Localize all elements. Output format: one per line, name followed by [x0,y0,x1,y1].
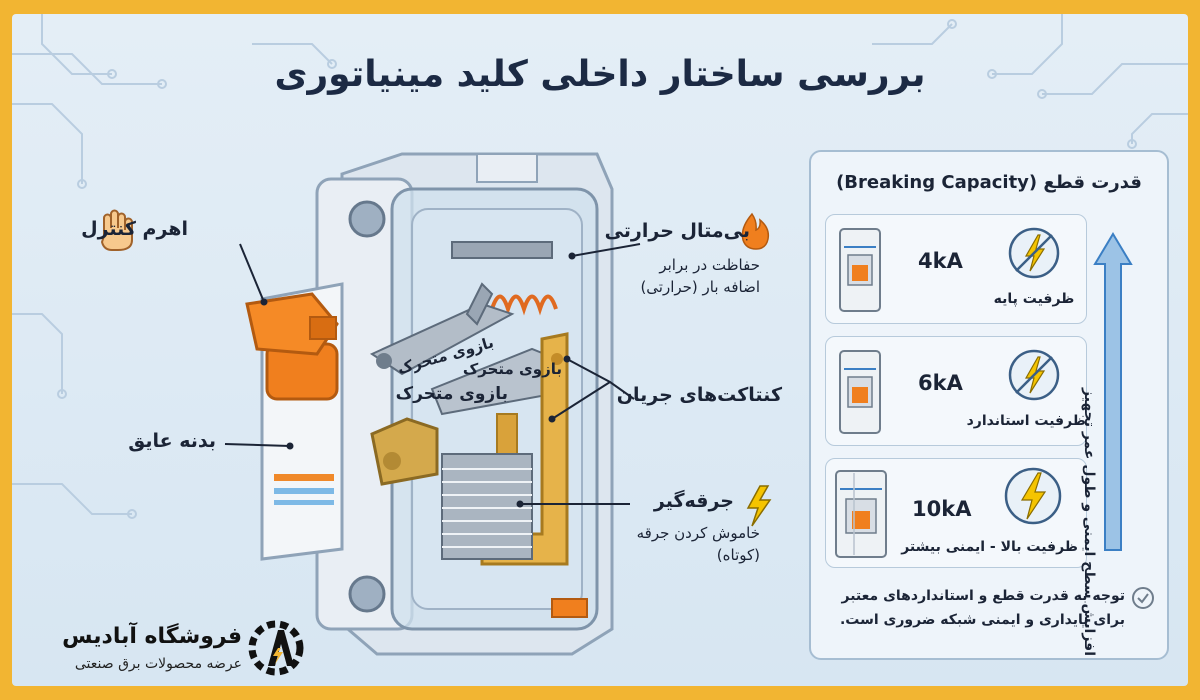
capacity-row-4ka: 4kA ظرفیت پایه [825,214,1087,324]
label-arc-desc-2: (کوتاه) [716,546,760,564]
label-current-contacts: کنتاکت‌های جریان [616,384,782,406]
lightning-icon [1004,467,1062,525]
flame-icon [741,212,770,250]
panel-note-line-2: برای پایداری و ایمنی شبکه ضروری است. [839,612,1125,628]
brand-tagline: عرضه محصولات برق صنعتی [74,656,242,672]
capacity-row-10ka: 10kA ظرفیت بالا - ایمنی بیشتر [825,458,1087,568]
panel-note-line-1: توجه به قدرت قطع و استانداردهای معتبر [841,588,1126,604]
lightning-icon [1008,227,1060,279]
current-contacts [480,332,569,566]
capacity-desc: ظرفیت بالا - ایمنی بیشتر [901,539,1078,555]
capacity-desc: ظرفیت استاندارد [966,413,1086,429]
label-arc-chute: جرقه‌گیر [653,490,734,512]
infographic-canvas: بررسی ساختار داخلی کلید مینیاتوری [12,14,1188,686]
label-arc-desc-1: خاموش کردن جرقه [636,524,760,542]
lightning-icon [1008,349,1060,401]
page-title: بررسی ساختار داخلی کلید مینیاتوری [274,54,926,95]
label-moving-arm-3: بازوی متحرک [395,384,508,404]
hand-icon [100,209,133,251]
capacity-row-6ka: 6kA ظرفیت استاندارد [825,336,1087,446]
label-bimetal-desc-2: اضافه بار (حرارتی) [640,278,760,296]
capacity-value: 10kA [912,497,972,521]
circuit-background [12,14,1188,519]
capacity-desc: ظرفیت پایه [993,291,1075,307]
breaker-mini-icon [839,350,881,434]
fixed-contact [370,417,439,486]
check-circle-icon [1132,587,1154,609]
bimetal-strip [451,241,553,259]
label-insulating-body: بدنه عایق [128,430,216,452]
label-control-lever: اهرم کنترل [81,218,188,240]
label-bimetal: بی‌متال حرارتی [604,220,750,242]
breaker-diagram [100,152,772,656]
up-arrow [1093,232,1133,551]
control-lever [245,292,339,401]
brand-logo-icon [248,620,304,676]
terminal-tab [551,598,588,618]
panel-note: توجه به قدرت قطع و استانداردهای معتبر بر… [825,584,1125,632]
lightning-icon [746,485,772,527]
capacity-value: 4kA [918,249,963,273]
breaking-capacity-panel: قدرت قطع (Breaking Capacity) 4kA ظرفیت پ… [809,150,1169,660]
panel-title: قدرت قطع (Breaking Capacity) [836,172,1142,193]
breaker-mini-icon [839,228,881,312]
capacity-value: 6kA [918,371,963,395]
breaker-mini-icon [835,470,887,558]
spring-coil [490,294,558,316]
label-bimetal-desc-1: حفاظت در برابر [659,256,760,274]
label-moving-arm-2: بازوی متحرک [462,360,562,378]
arc-chute [441,453,533,560]
brand-name: فروشگاه آبادیس [62,624,242,649]
